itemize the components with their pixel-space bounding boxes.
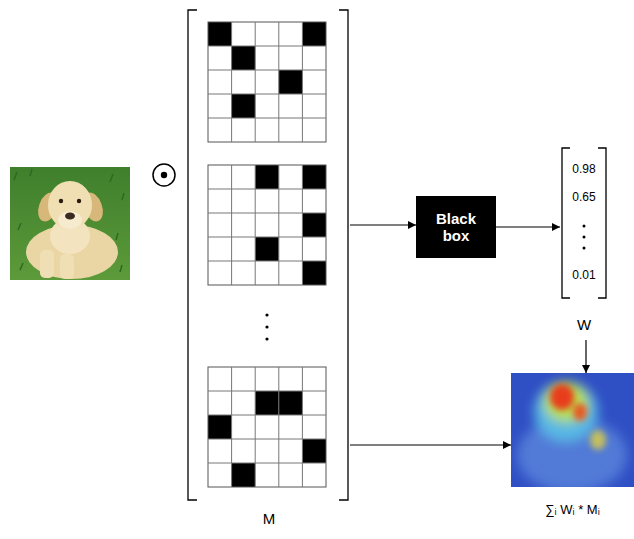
mask-grid: [208, 367, 326, 487]
grid-lines: [208, 367, 326, 487]
flow-arrow: [496, 226, 560, 227]
heat-region: [534, 382, 598, 442]
formula: ∑ᵢ Wᵢ * Mᵢ: [511, 503, 634, 518]
masked-cell: [279, 70, 303, 94]
weight-vector: 0.98 0.65 0.01W: [560, 148, 608, 340]
heat-region: [544, 382, 588, 422]
dog-photo: [10, 167, 130, 280]
masked-cell: [302, 439, 326, 463]
dog-head: [48, 181, 92, 229]
saliency-map: ∑ᵢ Wᵢ * Mᵢ: [511, 373, 634, 533]
masked-cell: [255, 165, 279, 189]
masked-cell: [302, 22, 326, 46]
grass-ground: [10, 167, 130, 280]
flow-arrow: [350, 444, 511, 445]
dog-leg: [60, 254, 74, 279]
masked-cell: [208, 415, 232, 439]
black-box-model: Black box: [416, 196, 496, 258]
weight-value: 0.01: [560, 269, 608, 283]
heat-peak: [573, 403, 587, 421]
vector-bracket: [562, 148, 570, 298]
mask-grid: [208, 165, 326, 285]
masked-cell: [232, 46, 256, 70]
masked-cell: [255, 391, 279, 415]
hadamard-dot: [161, 172, 167, 178]
saliency-heatmap: [511, 373, 634, 487]
masked-cell: [255, 237, 279, 261]
masked-cell: [279, 391, 303, 415]
dog-eye: [59, 199, 63, 203]
masked-cell: [232, 94, 256, 118]
hadamard-circle: [153, 164, 175, 186]
weight-value: 0.98: [560, 163, 608, 177]
vector-bracket: [598, 148, 606, 298]
dog-muzzle: [58, 211, 82, 229]
hadamard-symbol: [153, 164, 175, 186]
masked-cell: [302, 165, 326, 189]
flow-arrow: [585, 340, 586, 373]
dog-nose: [65, 213, 75, 220]
matrix-label: M: [188, 510, 350, 527]
mask-grid: [208, 22, 326, 142]
grid-lines: [208, 22, 326, 142]
vertical-ellipsis: [583, 225, 586, 250]
flow-arrow: [350, 224, 416, 225]
vertical-ellipsis: [265, 313, 268, 340]
model-label: Black box: [424, 210, 488, 245]
grid-lines: [208, 165, 326, 285]
heat-region: [590, 430, 606, 450]
masked-cell: [208, 22, 232, 46]
dog-eye: [77, 199, 81, 203]
matrix-bracket: [339, 10, 348, 500]
vector-label: W: [560, 316, 608, 333]
mask-stack: M: [188, 10, 350, 535]
heat-peak: [550, 384, 574, 410]
masked-cell: [302, 261, 326, 285]
matrix-bracket: [188, 10, 197, 500]
masked-cell: [232, 463, 256, 487]
dog-leg: [40, 250, 54, 278]
masked-cell: [302, 213, 326, 237]
weight-value: 0.65: [560, 191, 608, 205]
